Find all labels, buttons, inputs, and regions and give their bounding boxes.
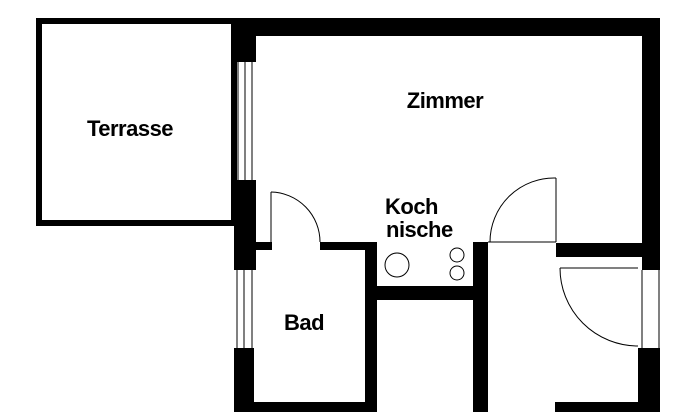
room-label-kochnische-1: Koch <box>385 194 438 219</box>
terrasse-outline <box>36 18 237 226</box>
door-bad <box>270 191 321 243</box>
door-entrance <box>488 177 557 243</box>
door-right <box>559 267 639 347</box>
room-label-terrasse: Terrasse <box>87 116 173 141</box>
room-label-bad: Bad <box>284 310 324 335</box>
window-bad <box>236 270 253 348</box>
window-terrasse <box>237 62 253 180</box>
burner-small-top <box>449 247 465 263</box>
room-label-zimmer: Zimmer <box>407 88 484 113</box>
window-right <box>641 270 660 348</box>
burner-large <box>384 252 410 278</box>
burner-small-bottom <box>449 265 465 281</box>
stove <box>384 247 465 281</box>
room-label-kochnische-2: nische <box>386 217 453 242</box>
walls <box>234 18 660 412</box>
